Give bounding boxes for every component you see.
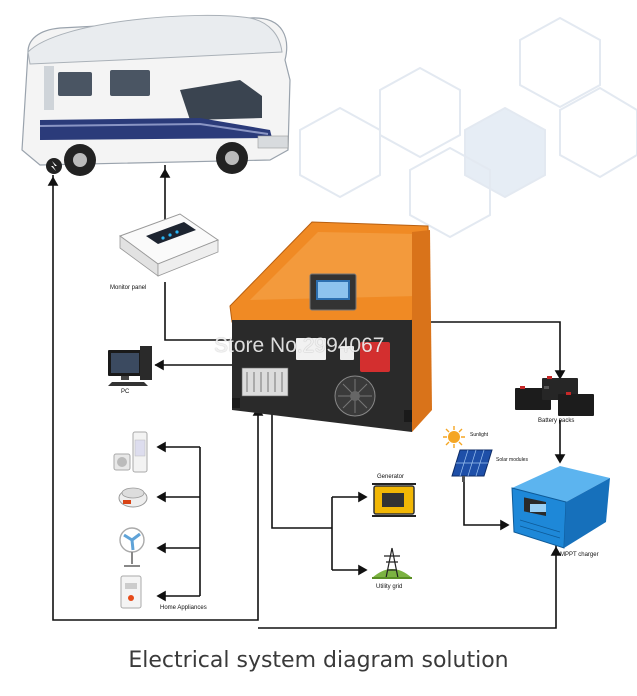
utility-grid-label: Utility grid	[376, 584, 403, 590]
water-heater-icon	[120, 575, 142, 609]
diagram-caption: Electrical system diagram solution	[128, 648, 509, 673]
mppt-charger-device	[511, 466, 610, 549]
pc-label: PC	[121, 389, 130, 395]
wiring	[47, 165, 566, 629]
monitor-panel-device	[118, 213, 220, 277]
sun-icon	[443, 426, 465, 448]
rice-cooker-icon	[118, 487, 148, 508]
home-appliances-group	[113, 431, 148, 609]
motorhome-illustration	[21, 14, 291, 176]
home-appliances-label: Home Appliances	[160, 605, 207, 611]
utility-grid-icon	[372, 547, 412, 579]
generator-label: Generator	[377, 474, 405, 480]
pc-device	[108, 346, 152, 386]
watermark: Store No.2994067	[214, 334, 385, 357]
solar-modules-label: Solar modules	[496, 457, 528, 463]
battery-packs	[515, 376, 594, 416]
solar-panel	[451, 449, 493, 482]
sunlight-label: Sunlight	[470, 432, 489, 438]
mppt-charger-label: MPPT charger	[560, 552, 599, 558]
generator-device	[372, 483, 416, 517]
hexagon-background	[299, 16, 637, 239]
fan-icon	[119, 527, 145, 567]
battery-packs-label: Battery packs	[538, 418, 575, 424]
charging-plug-icon	[46, 158, 62, 174]
air-conditioner-icon	[113, 431, 148, 473]
monitor-panel-label: Monitor panel	[110, 285, 147, 291]
inverter-unit	[229, 221, 432, 432]
